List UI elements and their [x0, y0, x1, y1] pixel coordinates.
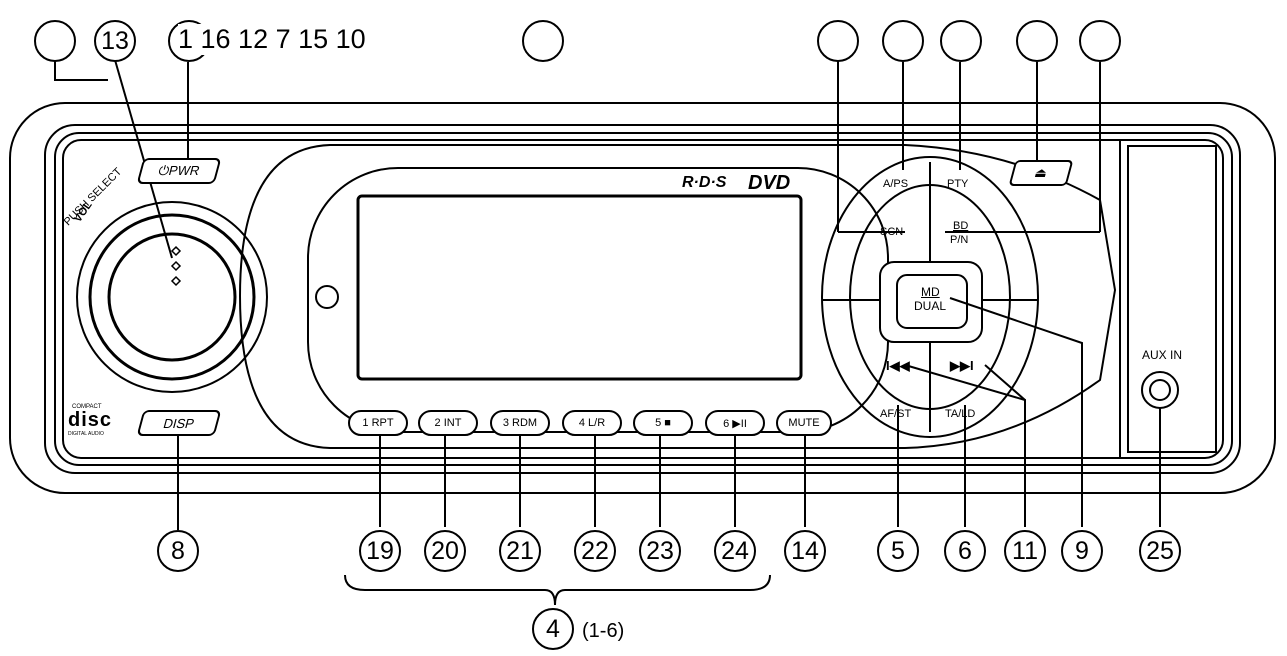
callout-blank-1	[34, 20, 76, 62]
aux-in-label: AUX IN	[1142, 348, 1183, 362]
callout-24: 24	[714, 530, 756, 572]
callout-blank-pty	[940, 20, 982, 62]
callout-blank-aps	[882, 20, 924, 62]
pwr-button[interactable]: ⏻PWR	[136, 158, 222, 184]
callout-11: 11	[1004, 530, 1046, 572]
callout-blank-scn	[817, 20, 859, 62]
digital-audio-label: DIGITAL AUDIO	[68, 431, 104, 437]
preset-button-4[interactable]: 4 L/R	[562, 410, 622, 436]
callout-20: 20	[424, 530, 466, 572]
eject-button[interactable]: ⏏	[1008, 160, 1074, 186]
preset-button-3[interactable]: 3 RDM	[490, 410, 550, 436]
callout-23: 23	[639, 530, 681, 572]
volume-knob-ring	[76, 201, 268, 393]
aps-label[interactable]: A/PS	[883, 178, 909, 190]
front-panel-outer	[44, 124, 1241, 474]
afst-label[interactable]: AF/ST	[880, 408, 912, 420]
compact-disc-label: COMPACT	[72, 404, 102, 410]
next-track-label[interactable]: ▶▶I	[950, 358, 974, 373]
callout-blank-display	[522, 20, 564, 62]
callout-25: 25	[1139, 530, 1181, 572]
preset-button-5[interactable]: 5 ■	[633, 410, 693, 436]
mute-button[interactable]: MUTE	[776, 410, 832, 436]
ir-sensor	[315, 285, 339, 309]
callout-14: 14	[784, 530, 826, 572]
prev-track-label[interactable]: I◀◀	[886, 358, 910, 373]
callout-21: 21	[499, 530, 541, 572]
scn-label[interactable]: SCN	[880, 226, 904, 238]
callout-9: 9	[1061, 530, 1103, 572]
aux-panel	[1127, 145, 1217, 453]
callout-13: 13	[94, 20, 136, 62]
outer-housing	[9, 102, 1276, 494]
disp-button[interactable]: DISP	[136, 410, 222, 436]
preset-button-6[interactable]: 6 ▶II	[705, 410, 765, 436]
top-labels-row: 1 16 12 7 15 10	[178, 24, 366, 55]
pn-label[interactable]: P/N	[950, 234, 969, 246]
bd-label[interactable]: BD	[953, 220, 969, 232]
preset-button-1[interactable]: 1 RPT	[348, 410, 408, 436]
control-cluster-outer	[821, 156, 1039, 438]
callout-22: 22	[574, 530, 616, 572]
callout-8: 8	[157, 530, 199, 572]
dvd-logo: DVD	[748, 172, 791, 194]
dual-label[interactable]: DUAL	[914, 299, 947, 313]
aux-jack-outer	[1141, 371, 1179, 409]
lcd-screen	[356, 194, 803, 381]
md-label[interactable]: MD	[921, 285, 940, 299]
tald-label[interactable]: TA/LD	[945, 408, 976, 420]
group-range-label: (1-6)	[582, 620, 625, 642]
callout-4: 4	[532, 608, 574, 650]
callout-5: 5	[877, 530, 919, 572]
callout-19: 19	[359, 530, 401, 572]
preset-button-2[interactable]: 2 INT	[418, 410, 478, 436]
callout-blank-bd	[1079, 20, 1121, 62]
disc-logo: disc	[68, 409, 113, 431]
callout-blank-eject	[1016, 20, 1058, 62]
rds-logo: R·D·S	[682, 174, 727, 191]
callout-6: 6	[944, 530, 986, 572]
volume-knob	[107, 232, 237, 362]
pty-label[interactable]: PTY	[947, 178, 969, 190]
display-housing	[238, 144, 1117, 449]
